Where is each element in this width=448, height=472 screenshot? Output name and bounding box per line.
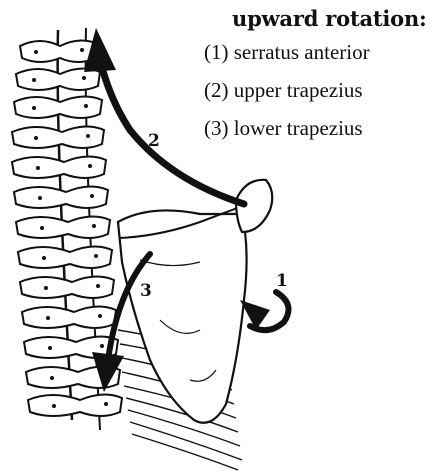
diagram-title: upward rotation: bbox=[232, 6, 427, 31]
vertebra bbox=[16, 216, 110, 238]
scapula bbox=[118, 180, 272, 423]
vertebra bbox=[12, 156, 106, 178]
vertebra bbox=[22, 306, 116, 328]
vertebra bbox=[12, 126, 104, 148]
legend-item-upper-trapezius: (2) upper trapezius bbox=[204, 78, 363, 103]
legend-item-lower-trapezius: (3) lower trapezius bbox=[204, 116, 363, 141]
arrow-label-1: 1 bbox=[276, 271, 288, 291]
arrow-serratus-anterior bbox=[240, 292, 289, 330]
arrow-label-2: 2 bbox=[148, 131, 160, 151]
vertebra bbox=[20, 276, 114, 298]
vertebra bbox=[14, 186, 108, 208]
legend-item-serratus-anterior: (1) serratus anterior bbox=[204, 40, 370, 65]
vertebra bbox=[28, 394, 122, 416]
arrow-label-3: 3 bbox=[140, 281, 152, 301]
vertebra bbox=[18, 246, 112, 268]
